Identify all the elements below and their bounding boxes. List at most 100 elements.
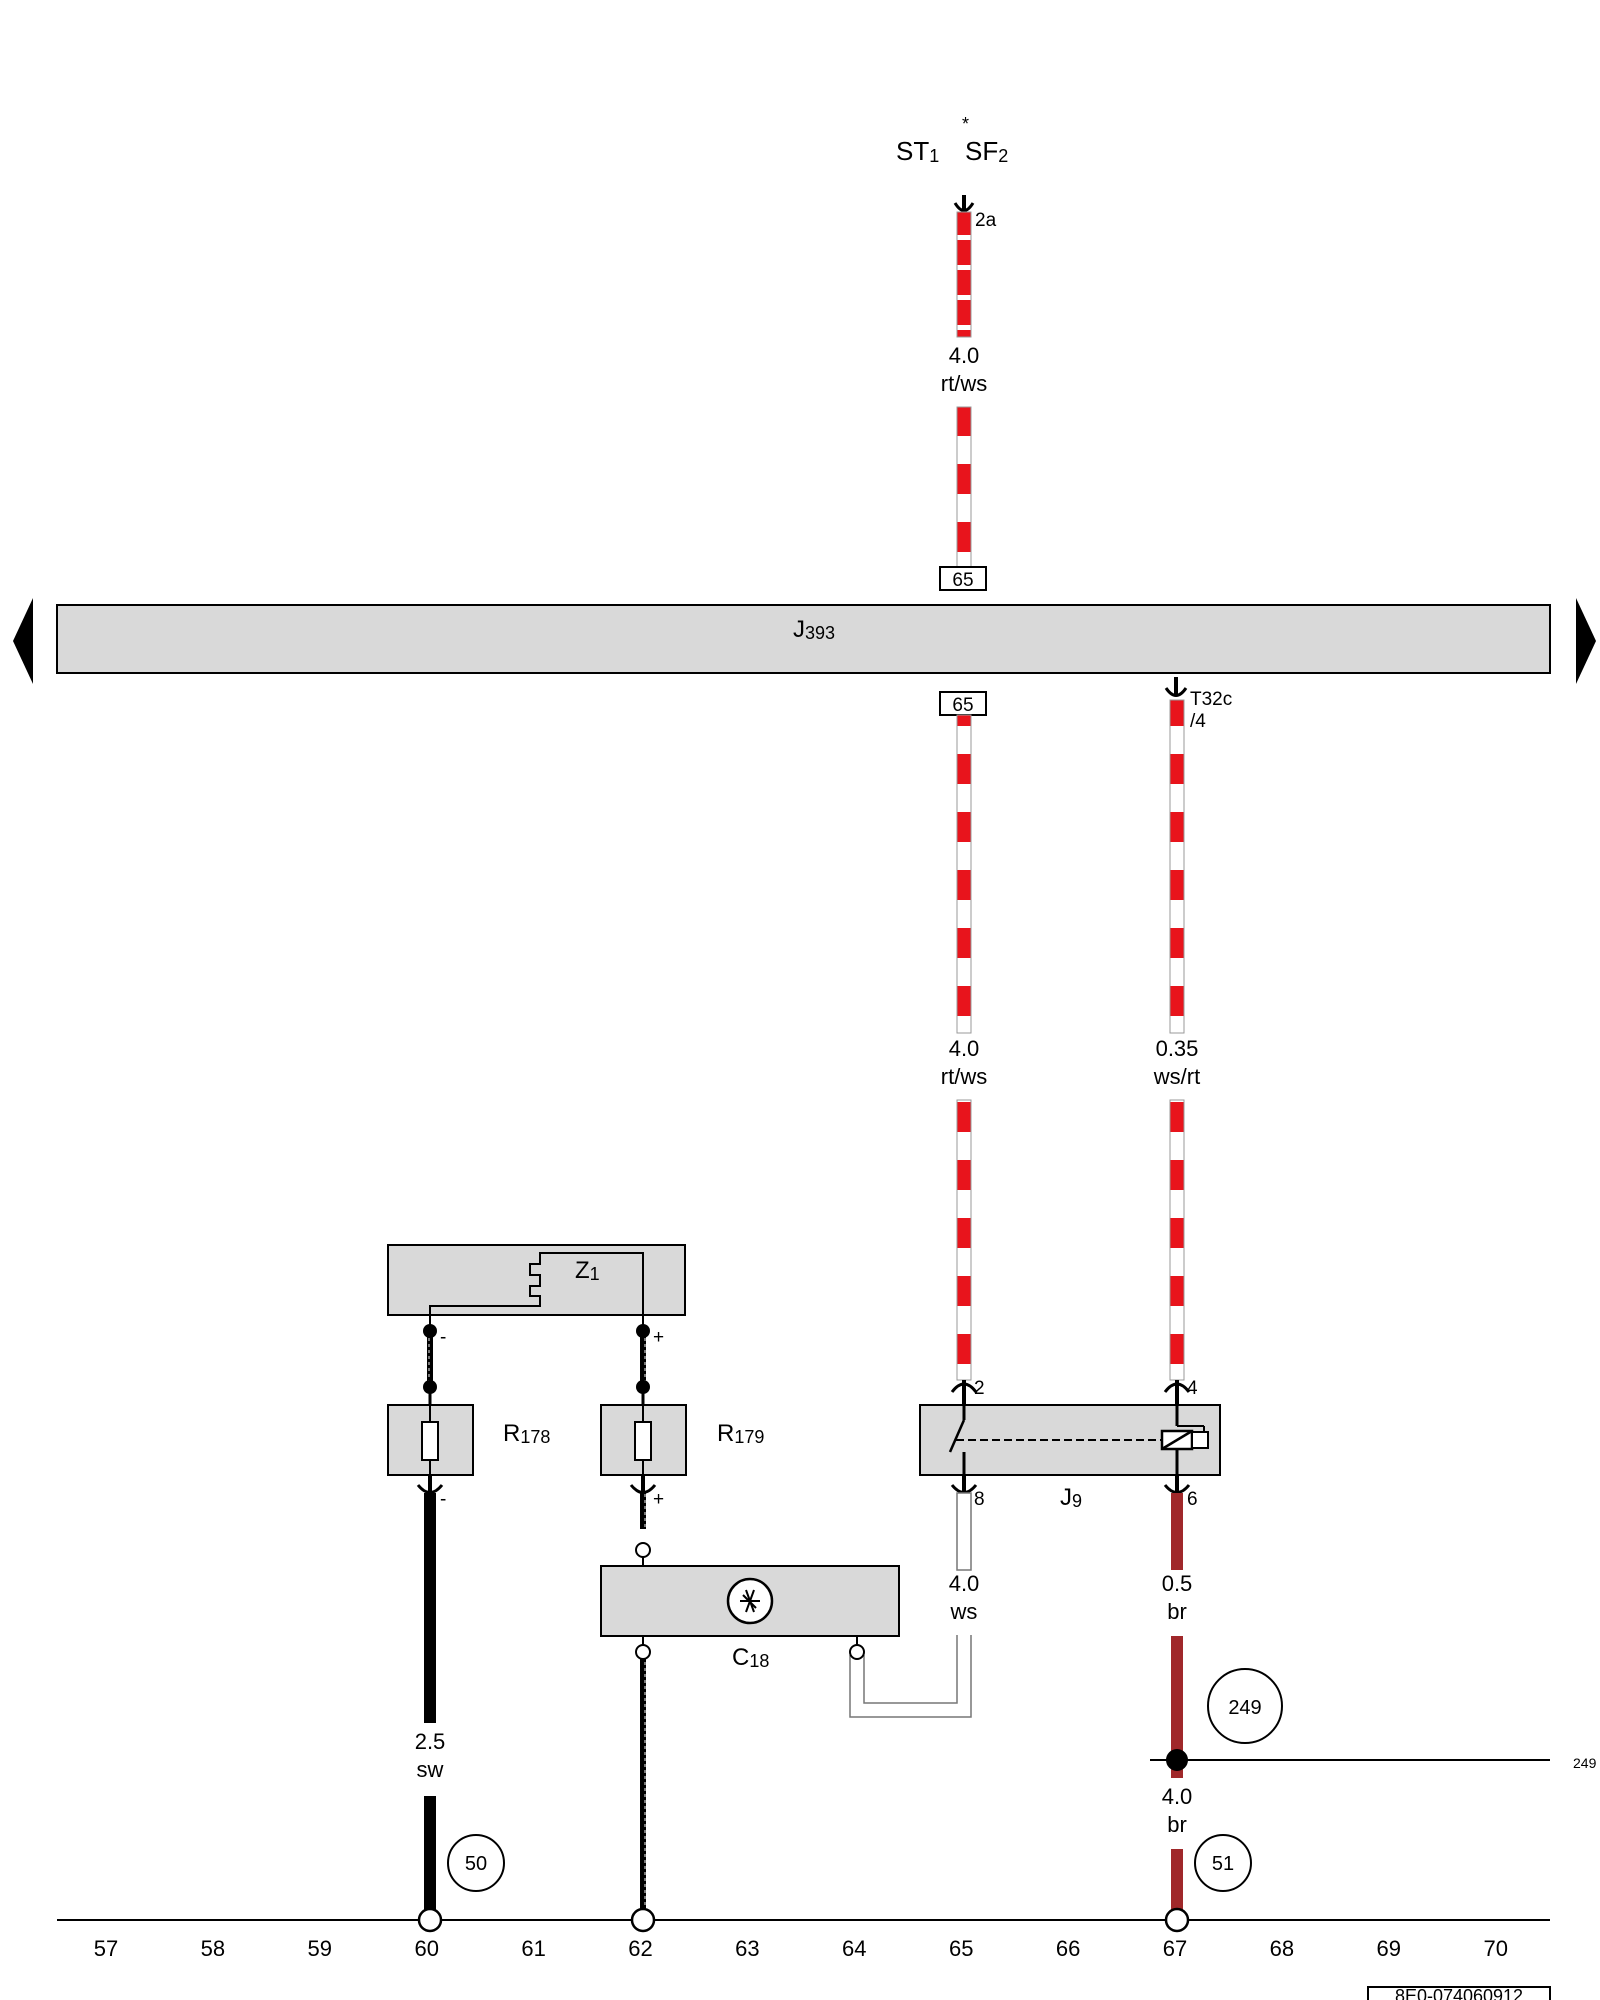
r178-label: R178: [503, 1420, 550, 1447]
connector-t32c-pin-label: /4: [1190, 711, 1206, 732]
z1-heater-element: [429, 1252, 644, 1330]
r179-label: R179: [717, 1420, 764, 1447]
wire-top-red-white-lower: [956, 406, 972, 568]
link-z1-r178: [427, 1330, 433, 1386]
z1-heater-box: [387, 1244, 686, 1316]
j9-pin-4-label: 4: [1187, 1378, 1198, 1399]
document-id-label: 8E0-074060912: [1395, 1986, 1523, 2000]
optional-asterisk: *: [962, 114, 969, 134]
wire-top-color: rt/ws: [941, 371, 987, 396]
c18-bottom-terminal-right: [849, 1644, 865, 1660]
r179-plus-label: +: [653, 1489, 664, 1510]
wire-67-brown-lower: [1171, 1849, 1183, 1917]
axis-tick-67: 67: [1163, 1936, 1187, 1961]
j393-label: J393: [793, 616, 835, 643]
j9-pin-2-connector: 2: [950, 1378, 985, 1408]
wire-60-size: 2.5: [415, 1729, 446, 1754]
j9-pin-6-label: 6: [1187, 1489, 1198, 1510]
wire-60-black-upper: [424, 1493, 436, 1723]
wire-67-size: 0.35: [1156, 1036, 1199, 1061]
axis-tick-64: 64: [842, 1936, 866, 1961]
axis-tick-62: 62: [628, 1936, 652, 1961]
pin-65-top: 65: [939, 566, 987, 591]
document-id-box: 8E0-074060912: [1367, 1986, 1551, 2000]
ref-249-label: 249: [1228, 1697, 1261, 1719]
link-r179-c18: [640, 1493, 646, 1529]
c18-bottom-terminal-left: [635, 1644, 651, 1660]
axis-tick-59: 59: [308, 1936, 332, 1961]
axis-tick-61: 61: [521, 1936, 545, 1961]
z1-plus-label: +: [653, 1327, 664, 1348]
axis-tick-69: 69: [1377, 1936, 1401, 1961]
ref-51-label: 51: [1212, 1853, 1234, 1875]
wire-65-white: 4.0 ws: [849, 1492, 980, 1718]
wire-67-brown-mid: [1171, 1636, 1183, 1778]
j9-switch-contact: [948, 1405, 1162, 1475]
wire-top-red-white-upper: [956, 211, 972, 338]
ground-point-60: [417, 1907, 443, 1933]
j9-label: J9: [1060, 1484, 1082, 1511]
terminal-sf-label: SF2: [965, 136, 1008, 166]
ref-50-label: 50: [465, 1853, 487, 1875]
pin-65-bottom-label: 65: [952, 695, 973, 716]
r178-minus-label: -: [440, 1489, 446, 1510]
wire-65-size: 4.0: [949, 1036, 980, 1061]
z1-minus-label: -: [440, 1327, 446, 1348]
ref-circle-249: 249: [1207, 1668, 1283, 1744]
wire-62-shielded: [640, 1659, 646, 1917]
z1-label: Z1: [575, 1257, 600, 1284]
j9-pin-2-label: 2: [974, 1378, 985, 1399]
z1-plus-dot: [636, 1324, 650, 1338]
r178-bottom-connector: -: [416, 1475, 446, 1510]
wire-67-brown-upper: [1171, 1493, 1183, 1570]
wire-65-red-white-lower: [956, 1099, 972, 1381]
wire-65-white-color: ws: [950, 1599, 978, 1624]
wire-67-brown-size: 0.5: [1162, 1571, 1193, 1596]
r179-resistor-symbol: [634, 1421, 652, 1461]
pin-65-top-label: 65: [952, 570, 973, 591]
terminal-st-label: ST1: [896, 136, 939, 166]
page-back-arrow-icon[interactable]: [13, 598, 33, 684]
j9-pin-4-connector: 4: [1163, 1378, 1198, 1408]
page-forward-arrow-icon[interactable]: [1576, 598, 1596, 684]
axis-tick-66: 66: [1056, 1936, 1080, 1961]
j9-pin-8-label: 8: [974, 1489, 985, 1510]
link-z1-r179: [640, 1330, 646, 1386]
pin-65-bottom: 65: [939, 691, 987, 716]
wire-67-red-white-upper: [1169, 699, 1185, 1034]
axis-tick-68: 68: [1270, 1936, 1294, 1961]
r178-resistor-symbol: [421, 1421, 439, 1461]
ground-point-67: [1164, 1907, 1190, 1933]
j9-relay-coil: [1160, 1405, 1209, 1475]
wire-67-brown-lower-size: 4.0: [1162, 1784, 1193, 1809]
wire-65-red-white-upper: [956, 714, 972, 1034]
wire-top-size: 4.0: [949, 343, 980, 368]
c18-top-terminal: [635, 1542, 651, 1558]
junction-dot-249: [1166, 1749, 1188, 1771]
j393-control-unit: [56, 604, 1551, 674]
j9-pin-6-connector: 6: [1163, 1475, 1198, 1510]
axis-tick-63: 63: [735, 1936, 759, 1961]
axis-tick-70: 70: [1483, 1936, 1507, 1961]
wire-60-color: sw: [417, 1757, 444, 1782]
connector-t32c-label: T32c: [1190, 689, 1232, 710]
r179-bottom-connector: +: [629, 1475, 664, 1510]
c18-label: C18: [732, 1644, 769, 1671]
wire-67-brown-lower-color: br: [1167, 1812, 1187, 1837]
wire-67-red-white-lower: [1169, 1099, 1185, 1381]
ref-circle-50: 50: [447, 1834, 505, 1892]
wire-65-color: rt/ws: [941, 1064, 987, 1089]
z1-minus-dot: [423, 1324, 437, 1338]
pin-2a-label: 2a: [975, 210, 997, 231]
ground-point-62: [630, 1907, 656, 1933]
wire-67-brown-color: br: [1167, 1599, 1187, 1624]
axis-tick-58: 58: [201, 1936, 225, 1961]
wire-65-white-size: 4.0: [949, 1571, 980, 1596]
axis-tick-57: 57: [94, 1936, 118, 1961]
ref-249-edge-label[interactable]: 249: [1573, 1755, 1597, 1771]
terminal-header: ST1 * SF2: [896, 114, 1008, 166]
wire-60-black-lower: [424, 1796, 436, 1917]
wire-67-color: ws/rt: [1153, 1064, 1200, 1089]
